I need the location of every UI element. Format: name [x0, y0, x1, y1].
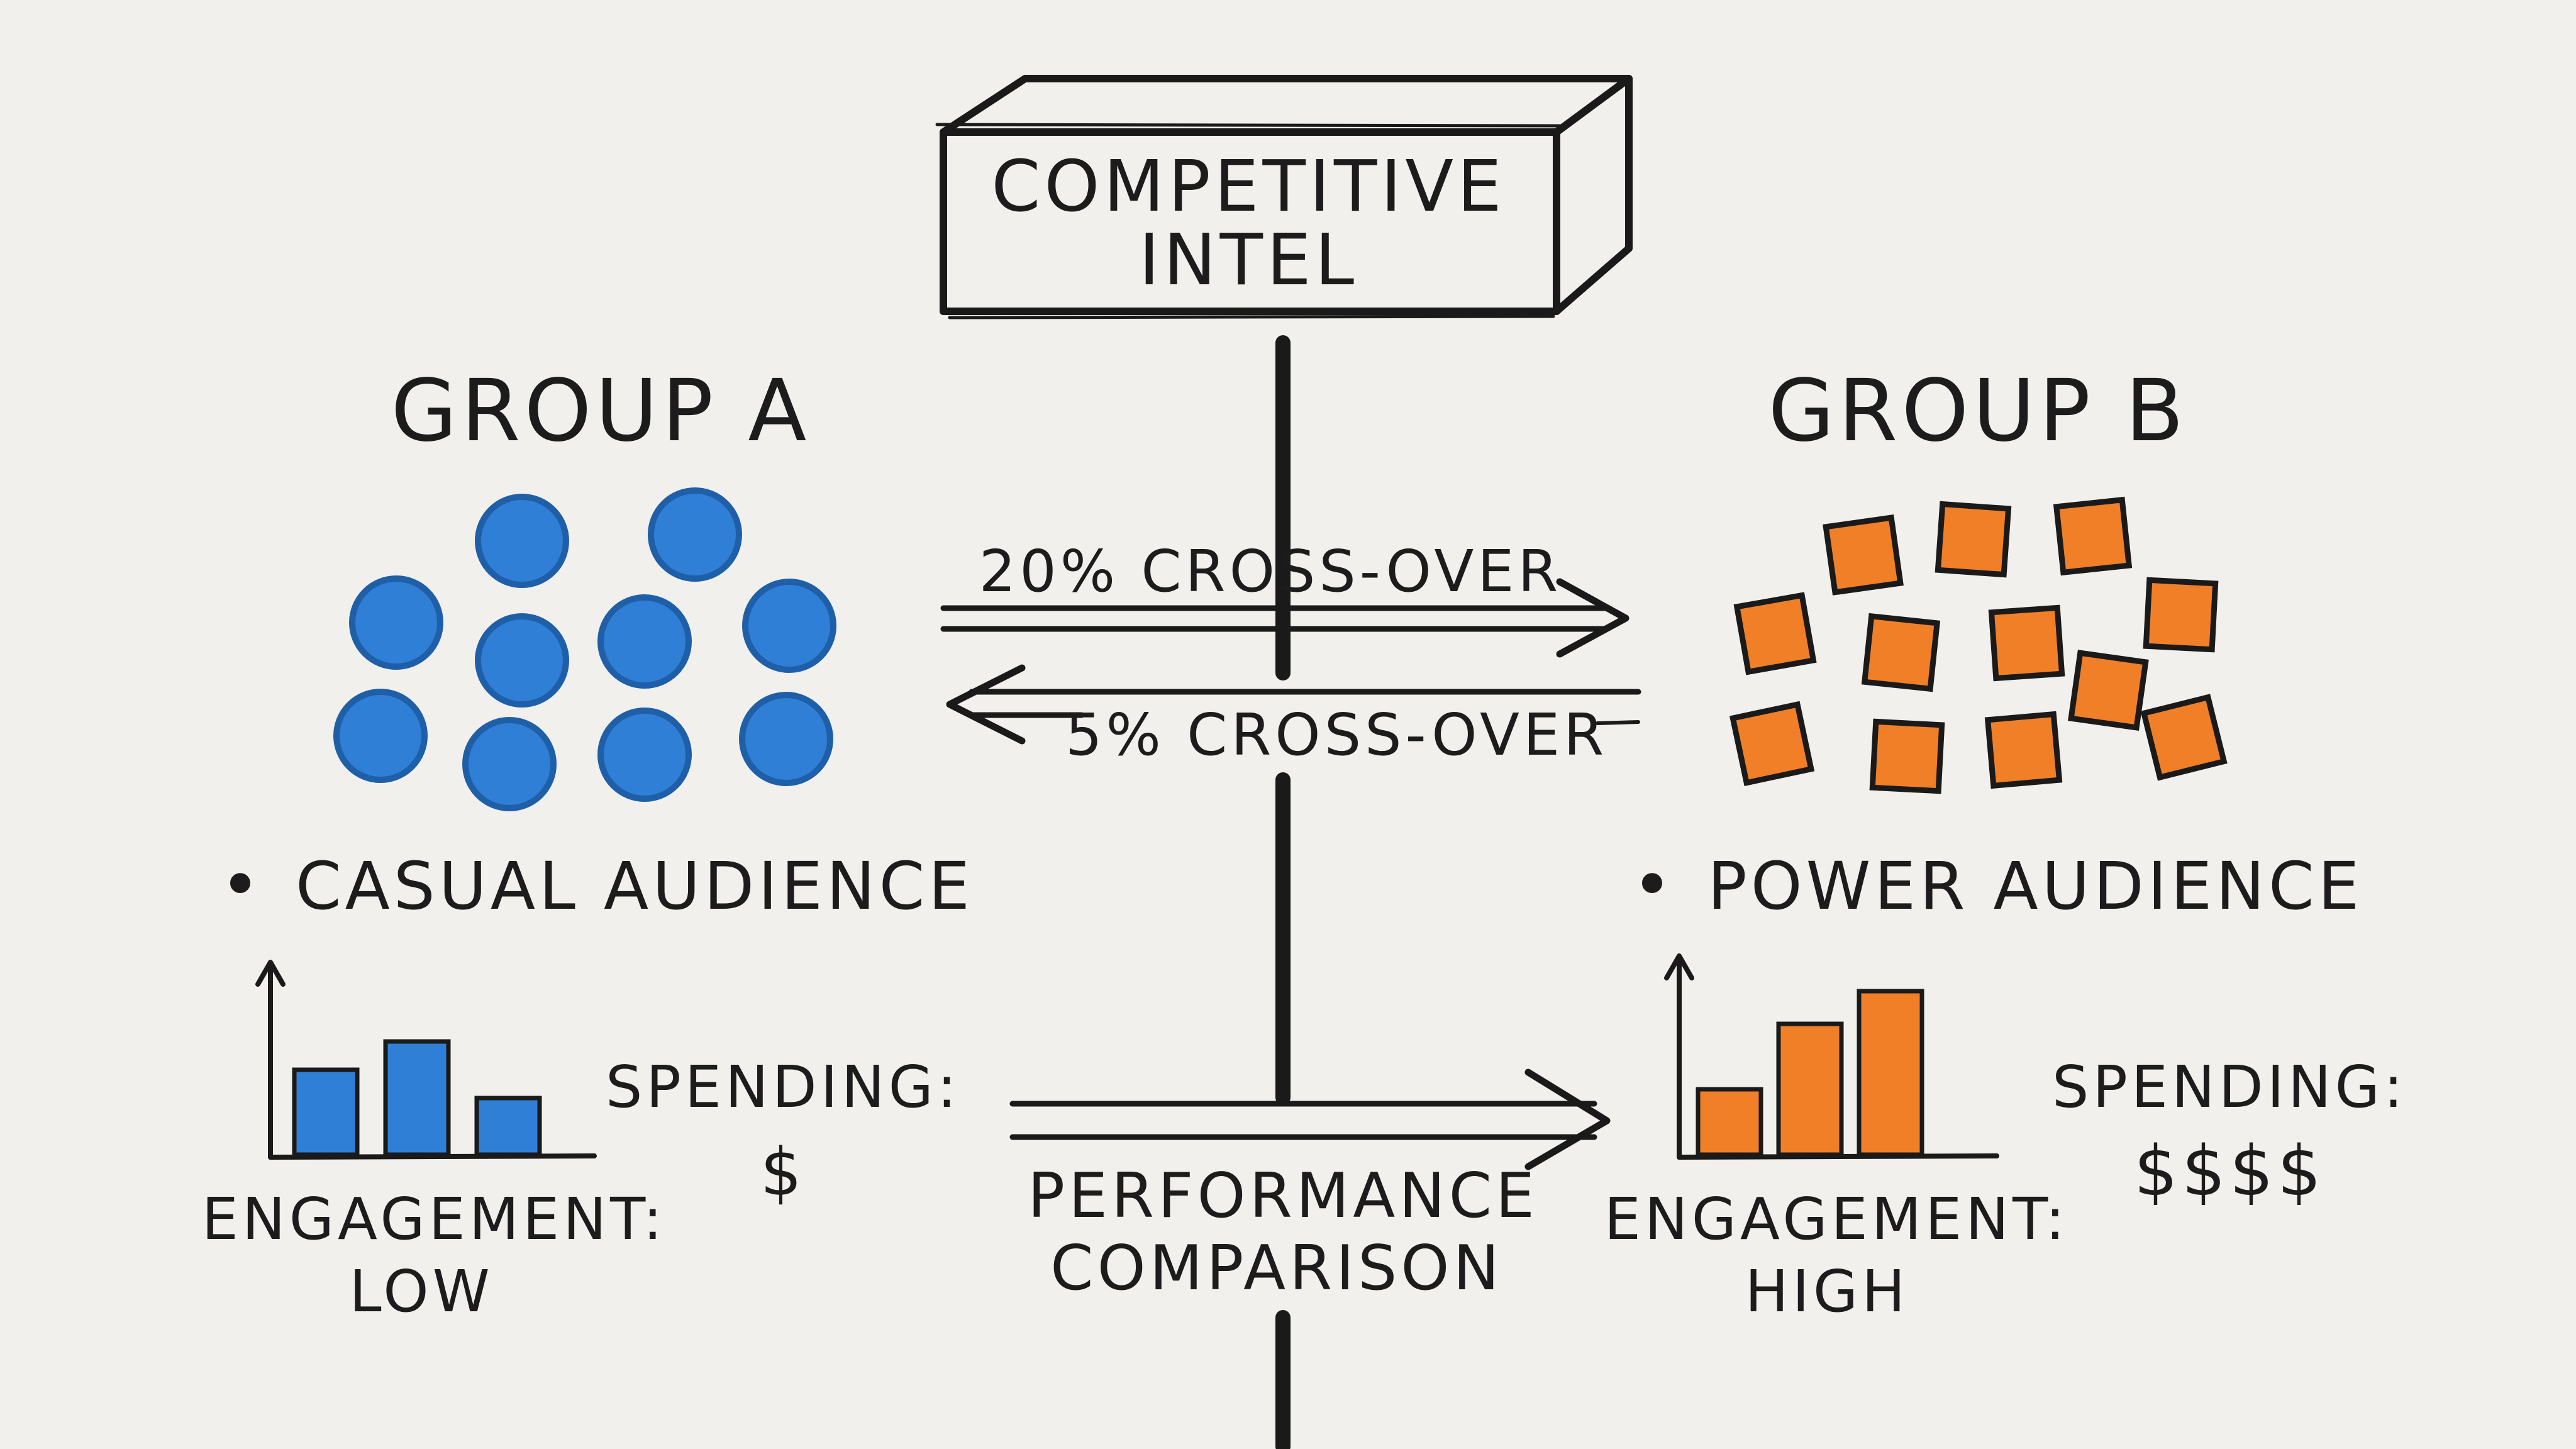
group-b-bullet: •: [1632, 845, 1677, 925]
group-a-audience: CASUAL AUDIENCE: [296, 848, 974, 924]
group-a-members: [333, 487, 836, 811]
group-a-engagement-value: LOW: [349, 1258, 493, 1325]
group-b-spending-label: SPENDING:: [2052, 1053, 2407, 1121]
group-a-member: [475, 613, 569, 708]
group-b-spending-value: $$$$: [2134, 1131, 2325, 1211]
engagement-bar: [1857, 989, 1924, 1157]
engagement-bar: [292, 1067, 360, 1157]
arrow-b-to-a-label: 5% CROSS-OVER: [1065, 701, 1607, 769]
title-box: COMPETITIVE INTEL: [935, 75, 1633, 319]
engagement-bar: [474, 1096, 542, 1157]
group-a-heading: GROUP A: [391, 362, 811, 461]
arrow-a-to-b-label: 20% CROSS-OVER: [979, 538, 1562, 605]
group-b-member: [1733, 592, 1817, 675]
group-b-member: [2053, 496, 2133, 576]
title-line-1: COMPETITIVE: [991, 146, 1506, 228]
group-a-member: [349, 575, 443, 670]
group-b-member: [1823, 514, 1904, 596]
group-a-member: [333, 689, 428, 783]
arrow-performance: [1009, 1069, 1611, 1170]
group-b-audience: POWER AUDIENCE: [1707, 848, 2363, 924]
performance-label-line-2: COMPARISON: [1050, 1233, 1503, 1304]
group-a-spending-value: $: [760, 1134, 806, 1211]
group-b-member: [1861, 613, 1941, 692]
group-b-engagement-value: HIGH: [1745, 1258, 1909, 1325]
arrow-a-to-b: [940, 578, 1629, 658]
group-b-member: [2143, 577, 2219, 653]
group-a-member: [742, 579, 836, 673]
group-b-member: [1935, 501, 2012, 578]
group-a-member: [739, 692, 833, 786]
title-line-2: INTEL: [1139, 219, 1358, 301]
engagement-bar: [1696, 1087, 1763, 1157]
performance-label-line-1: PERFORMANCE: [1028, 1160, 1538, 1232]
group-a-member: [475, 494, 569, 588]
group-a-engagement-chart: [255, 960, 597, 1160]
arrow-b-to-a: [946, 664, 1641, 745]
group-b-member: [1984, 711, 2063, 789]
group-a-engagement-label: ENGAGEMENT:: [202, 1185, 666, 1253]
group-b-member: [1869, 718, 1945, 794]
group-b-engagement-label: ENGAGEMENT:: [1604, 1185, 2068, 1253]
group-b-member: [1729, 701, 1815, 786]
group-a-bullet: •: [220, 845, 265, 925]
engagement-bar: [383, 1039, 451, 1157]
group-a-member: [597, 594, 692, 689]
group-a-spending-label: SPENDING:: [606, 1053, 960, 1121]
engagement-bar: [1776, 1021, 1844, 1157]
group-a-member: [597, 708, 692, 802]
group-b-members: [1729, 496, 2228, 794]
group-b-member: [2068, 650, 2149, 731]
group-a-member: [462, 717, 557, 811]
group-b-heading: GROUP B: [1768, 362, 2187, 461]
group-a-member: [648, 487, 742, 582]
group-b-engagement-chart: [1664, 953, 1999, 1160]
group-b-member: [2140, 694, 2228, 781]
group-b-member: [1988, 604, 2065, 682]
